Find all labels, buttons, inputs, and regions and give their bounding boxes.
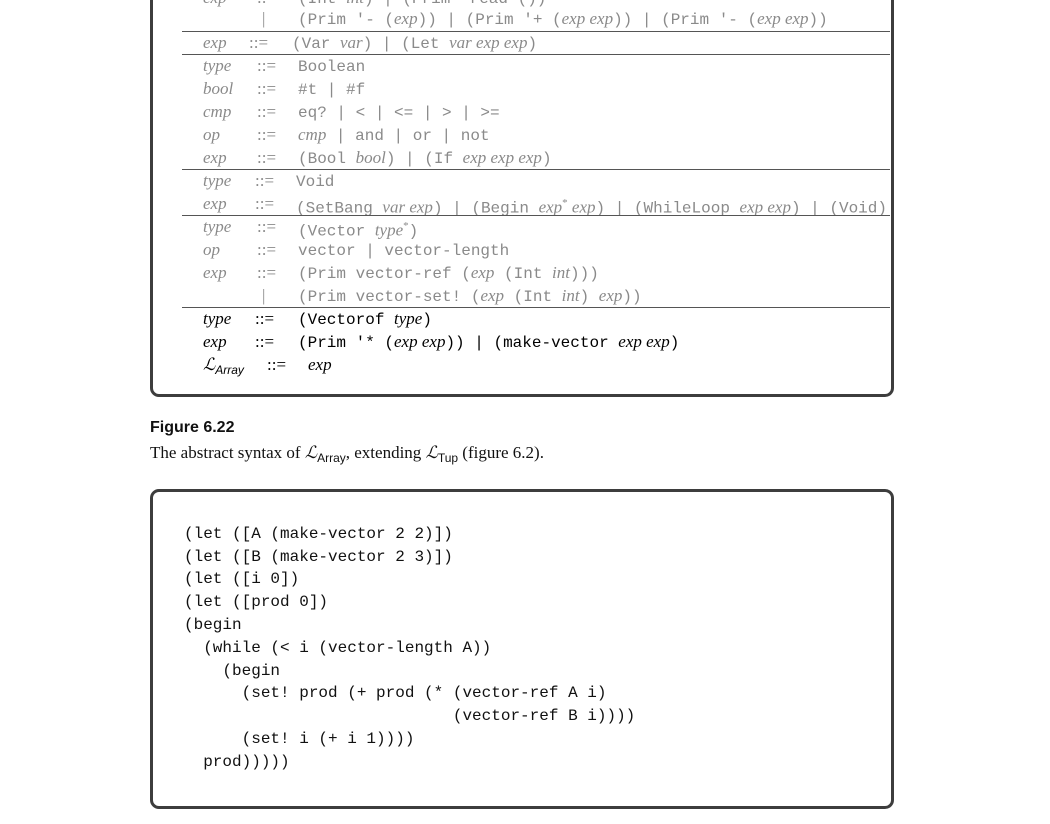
grammar-rhs: (Vector type*) — [298, 220, 419, 241]
code-line: (begin — [184, 662, 281, 680]
grammar-rhs: (Prim vector-set! (exp (Int int) exp)) — [298, 286, 642, 306]
grammar-lhs: op — [203, 240, 220, 259]
grammar-lhs: exp — [203, 148, 227, 167]
grammar-separator — [182, 31, 890, 32]
grammar-operator: ::= — [257, 79, 277, 98]
grammar-rhs: vector | vector-length — [298, 242, 510, 260]
grammar-lhs: exp — [203, 33, 227, 52]
code-line: (let ([B (make-vector 2 3)]) — [184, 548, 453, 566]
grammar-rhs: exp — [308, 355, 332, 374]
grammar-rhs: (Prim '* (exp exp)) | (make-vector exp e… — [298, 332, 680, 352]
grammar-lhs: cmp — [203, 102, 232, 121]
grammar-lhs: type — [203, 171, 232, 190]
grammar-rhs: eq? | < | <= | > | >= — [298, 104, 500, 122]
grammar-lhs: op — [203, 125, 220, 144]
grammar-rhs: (Prim '- (exp)) | (Prim '+ (exp exp)) | … — [298, 9, 828, 29]
grammar-rhs: (Bool bool) | (If exp exp exp) — [298, 148, 552, 168]
grammar-lhs: type — [203, 56, 232, 75]
grammar-operator: | — [262, 9, 266, 28]
grammar-rhs: (Vectorof type) — [298, 309, 432, 329]
grammar-separator — [182, 215, 890, 216]
code-listing-box — [150, 489, 894, 809]
grammar-rhs: #t | #f — [298, 81, 366, 99]
grammar-operator: ::= — [255, 171, 275, 190]
code-line: (vector-ref B i)))) — [184, 707, 636, 725]
grammar-operator: ::= — [257, 56, 277, 75]
grammar-operator: ::= — [257, 102, 277, 121]
grammar-figure-box — [150, 0, 894, 397]
code-line: prod))))) — [184, 753, 290, 771]
grammar-lhs: exp — [203, 194, 227, 213]
grammar-rhs: (Prim vector-ref (exp (Int int))) — [298, 263, 599, 283]
grammar-operator: ::= — [255, 332, 275, 351]
grammar-rhs: (Int int) | (Prim 'read ()) — [298, 0, 546, 11]
grammar-lhs: exp — [203, 0, 227, 9]
grammar-rhs: Void — [296, 173, 335, 191]
grammar-lhs: exp — [203, 332, 227, 351]
code-line: (set! i (+ i 1)))) — [184, 730, 415, 748]
grammar-operator: ::= — [257, 0, 276, 9]
grammar-lhs: type — [203, 217, 232, 236]
grammar-lhs: ℒArray — [203, 355, 244, 377]
grammar-operator: ::= — [257, 125, 277, 144]
grammar-separator — [182, 307, 890, 308]
grammar-rhs: (SetBang var exp) | (Begin exp* exp) | (… — [296, 197, 887, 218]
grammar-operator: ::= — [267, 355, 287, 374]
grammar-operator: ::= — [255, 309, 275, 328]
grammar-lhs: exp — [203, 263, 227, 282]
grammar-operator: ::= — [257, 217, 277, 236]
grammar-operator: ::= — [257, 240, 277, 259]
grammar-separator — [182, 169, 890, 170]
grammar-lhs: bool — [203, 79, 234, 98]
grammar-lhs: type — [203, 309, 232, 328]
code-line: (let ([i 0]) — [184, 570, 300, 588]
code-line: (let ([A (make-vector 2 2)]) — [184, 525, 453, 543]
code-line: (let ([prod 0]) — [184, 593, 329, 611]
grammar-rhs: cmp | and | or | not — [298, 125, 490, 145]
grammar-operator: ::= — [255, 194, 275, 213]
grammar-operator: ::= — [249, 33, 269, 52]
figure-caption-text: The abstract syntax of ℒArray, extending… — [150, 443, 544, 465]
code-line: (while (< i (vector-length A)) — [184, 639, 492, 657]
grammar-rhs: (Var var) | (Let var exp exp) — [292, 33, 538, 53]
grammar-separator — [182, 54, 890, 55]
grammar-rhs: Boolean — [298, 58, 366, 76]
grammar-operator: ::= — [257, 148, 277, 167]
code-line: (begin — [184, 616, 242, 634]
grammar-operator: | — [262, 286, 266, 305]
code-line: (set! prod (+ prod (* (vector-ref A i) — [184, 684, 607, 702]
figure-caption-title: Figure 6.22 — [150, 419, 235, 436]
grammar-operator: ::= — [257, 263, 277, 282]
